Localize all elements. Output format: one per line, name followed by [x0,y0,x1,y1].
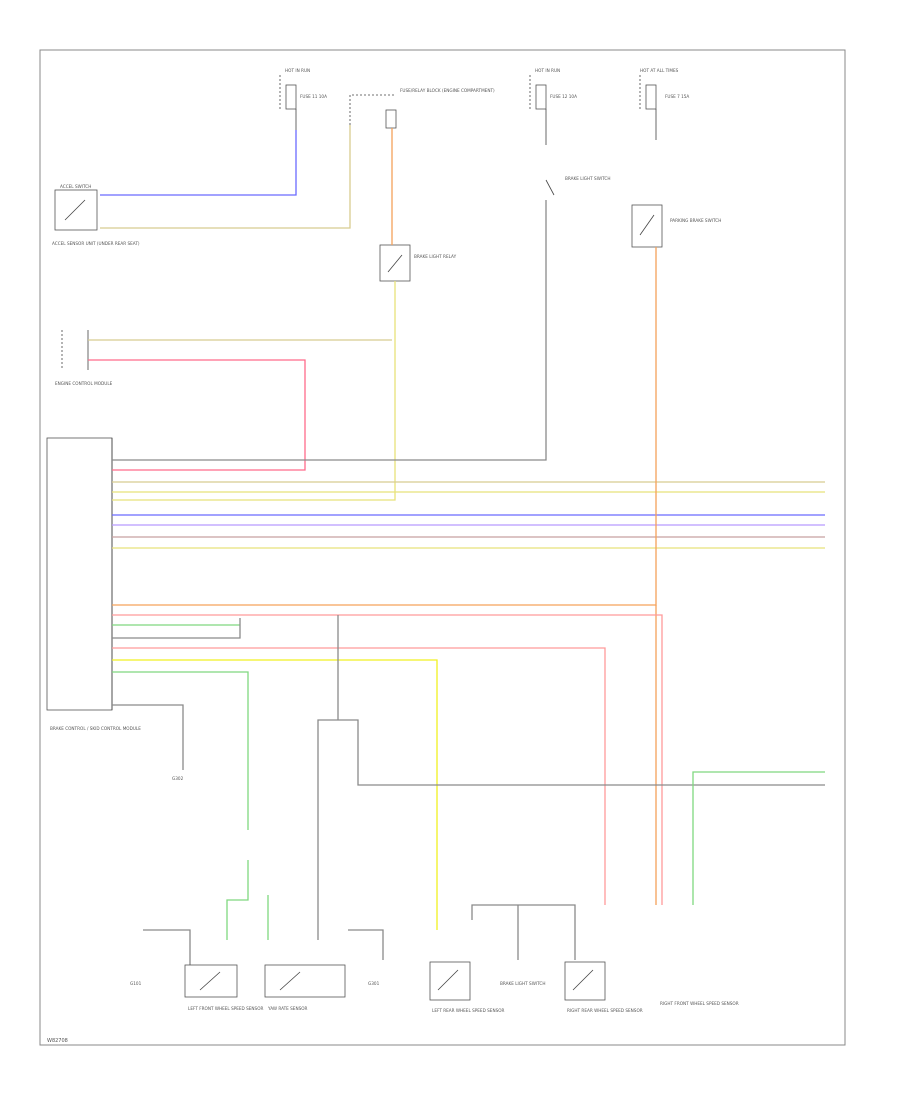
yaw-sensor-box [264,964,346,998]
right-front-sensor-label: RIGHT FRONT WHEEL SPEED SENSOR [660,1001,739,1006]
left-front-sensor-box [184,964,238,998]
fuse-block-label-1: FUSE/RELAY BLOCK (ENGINE COMPARTMENT) [400,88,495,93]
engine-module-label: ENGINE CONTROL MODULE [55,381,113,386]
wire-blue-top [100,130,297,196]
left-rear-sensor-label: LEFT REAR WHEEL SPEED SENSOR [432,1008,505,1013]
fuse-block-second: FUSE/RELAY BLOCK (ENGINE COMPARTMENT) [349,88,495,129]
vsc-module-label: BRAKE CONTROL / SKID CONTROL MODULE [50,726,141,731]
footer-code: W82708 [47,1038,68,1044]
brake-relay-label: BRAKE LIGHT RELAY [414,254,457,259]
wire-green-right [692,771,825,905]
wire-group [88,125,825,965]
wire-orange-parking [112,247,657,606]
fuse-block-right: HOT AT ALL TIMES FUSE 7 15A PARKING BRAK… [631,68,721,248]
wire-green-3 [226,860,249,940]
hot-at-all-label: HOT AT ALL TIMES [640,68,679,73]
ground-label-1: G101 [130,981,142,986]
hot-run-label-2: HOT IN RUN [535,68,560,73]
fuse-block-left: HOT IN RUN FUSE 11 10A [279,68,327,130]
wire-brightyellow [112,659,438,930]
wire-gray-small [112,618,241,639]
wire-green-2 [112,671,249,830]
fuse-block-mid: HOT IN RUN FUSE 12 10A BRAKE LIGHT SWITC… [529,68,610,240]
wire-yellow-relay [112,281,396,501]
left-rear-sensor-box [429,961,471,1001]
wire-pink-ecm [88,359,306,471]
bottom-components: LEFT FRONT WHEEL SPEED SENSOR YAW RATE S… [130,776,739,1013]
wire-gray-split-r [338,719,825,786]
wire-red-1 [112,647,606,905]
engine-control-module: ENGINE CONTROL MODULE [55,330,113,386]
wire-gray-bottom-1 [143,929,191,965]
wire-gray-brake [112,240,547,461]
fuse-label-2: FUSE 12 10A [550,94,577,99]
left-front-sensor-label: LEFT FRONT WHEEL SPEED SENSOR [188,1006,264,1011]
wire-tan-accel [100,125,351,229]
accel-module-label: ACCEL SENSOR UNIT (UNDER REAR SEAT) [52,241,140,246]
ground-label-2: G301 [368,981,380,986]
ground-label-3: G302 [172,776,184,781]
brake-relay: BRAKE LIGHT RELAY [379,244,457,282]
right-rear-sensor-box [564,961,606,1001]
accel-switch-label: ACCEL SWITCH [60,184,91,189]
parking-switch-label: PARKING BRAKE SWITCH [670,218,721,223]
right-rear-sensor-label: RIGHT REAR WHEEL SPEED SENSOR [567,1008,643,1013]
wire-gray-ground [112,704,184,770]
yaw-sensor-label: YAW RATE SENSOR [267,1006,308,1011]
brake-control-module: BRAKE CONTROL / SKID CONTROL MODULE [46,437,141,731]
diagram-frame [39,49,846,1046]
hot-run-label-1: HOT IN RUN [285,68,310,73]
brake-switch-label: BRAKE LIGHT SWITCH [565,176,610,181]
fuse-label-1: FUSE 11 10A [300,94,327,99]
fuse-label-3: FUSE 7 15A [665,94,689,99]
wire-lightred-1 [112,614,663,905]
accel-switch: ACCEL SWITCH ACCEL SENSOR UNIT (UNDER RE… [52,184,140,246]
brake-switch-lower-label: BRAKE LIGHT SWITCH [500,981,545,986]
wire-gray-bottom-2 [348,929,384,960]
wire-gray-split-l [317,719,338,940]
wire-gray-bottom-3 [471,904,576,960]
